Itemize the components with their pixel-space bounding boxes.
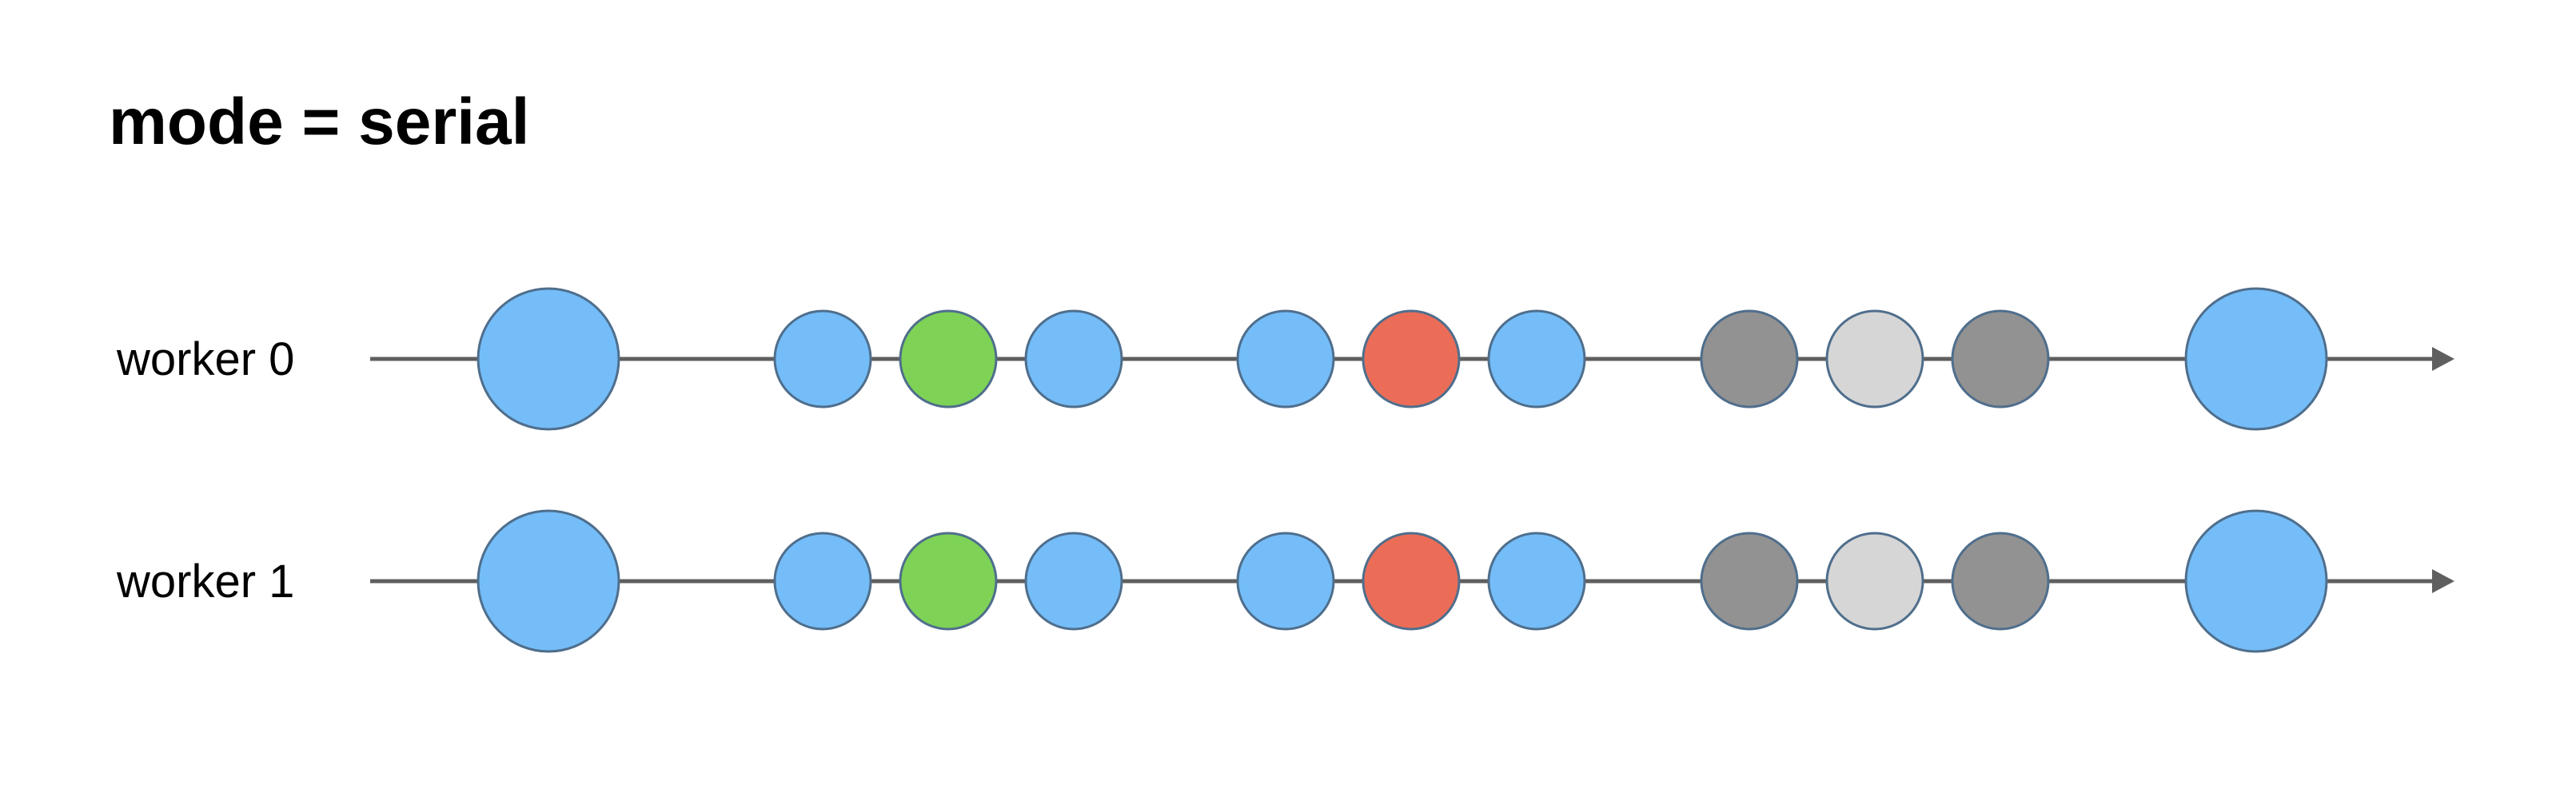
event-node-blue — [1236, 309, 1335, 408]
timeline-arrowhead — [2432, 569, 2454, 593]
event-node-blue — [1487, 309, 1586, 408]
event-node-green — [899, 532, 998, 631]
event-node-blue — [1024, 309, 1123, 408]
event-node-light-gray — [1825, 532, 1924, 631]
event-node-blue — [2184, 509, 2328, 653]
timeline-arrowhead — [2432, 347, 2454, 371]
event-node-green — [899, 309, 998, 408]
event-node-blue — [477, 509, 620, 653]
diagram-title: mode = serial — [109, 86, 530, 158]
worker-label: worker 1 — [116, 556, 294, 608]
event-node-dark-gray — [1951, 532, 2050, 631]
worker-lane: worker 1 — [116, 509, 2454, 653]
event-node-blue — [773, 532, 872, 631]
event-node-blue — [1236, 532, 1335, 631]
event-node-light-gray — [1825, 309, 1924, 408]
event-node-dark-gray — [1700, 532, 1799, 631]
event-node-blue — [2184, 287, 2328, 431]
event-node-blue — [1487, 532, 1586, 631]
event-node-red — [1362, 532, 1461, 631]
event-node-dark-gray — [1700, 309, 1799, 408]
event-node-blue — [1024, 532, 1123, 631]
worker-label: worker 0 — [116, 333, 294, 385]
worker-lane: worker 0 — [116, 287, 2454, 431]
event-node-red — [1362, 309, 1461, 408]
event-node-dark-gray — [1951, 309, 2050, 408]
event-node-blue — [477, 287, 620, 431]
event-node-blue — [773, 309, 872, 408]
